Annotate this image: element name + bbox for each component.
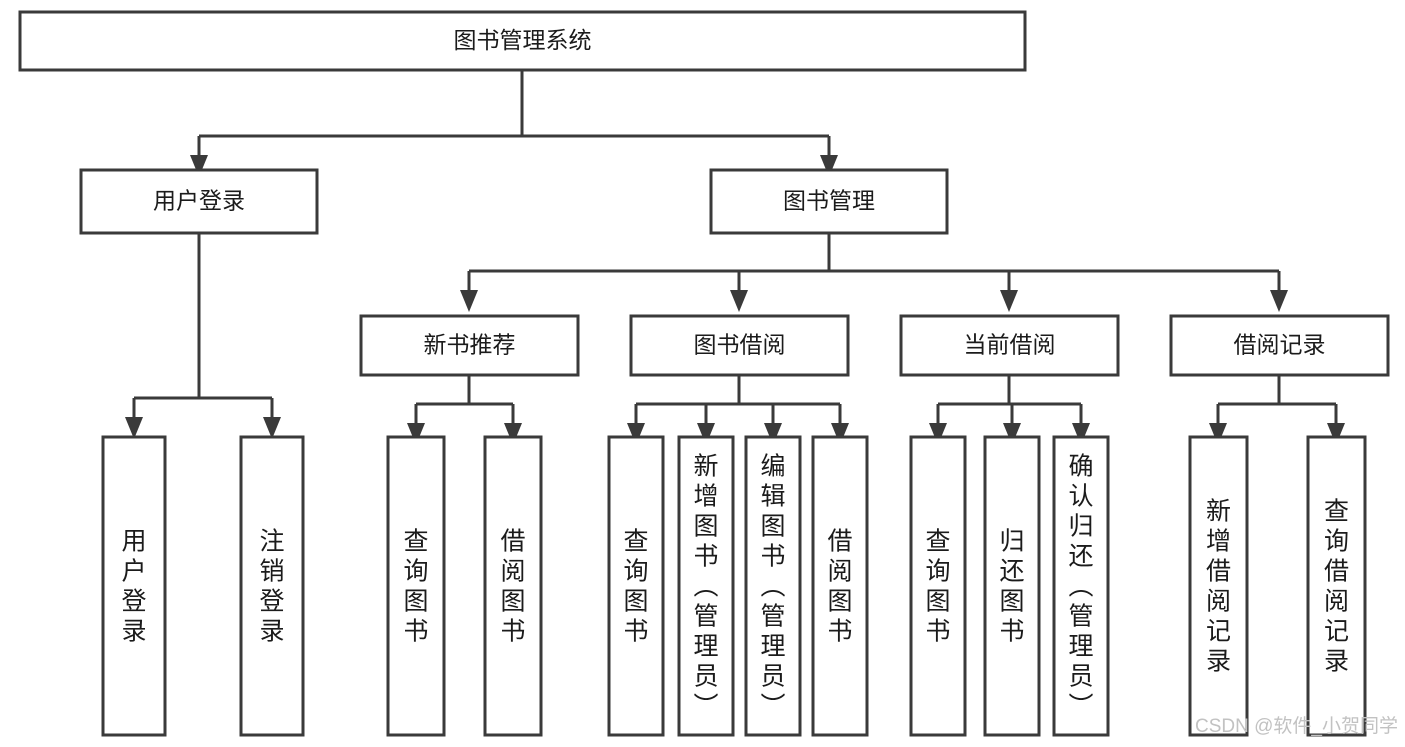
node-book-management[interactable]: 图书管理 bbox=[709, 168, 949, 235]
node-label-leaf-query-book-borrow: 查询图书 bbox=[623, 527, 648, 645]
node-label-leaf-confirm-return-admin: 确认归还︵管理员︶ bbox=[1068, 452, 1093, 720]
node-label-leaf-logout-login: 注销登录 bbox=[259, 527, 284, 645]
node-label-current-borrow: 当前借阅 bbox=[964, 332, 1056, 358]
node-leaf-borrow-book[interactable]: 借阅图书 bbox=[811, 435, 869, 737]
node-label-leaf-add-borrow-record: 新增借阅记录 bbox=[1206, 497, 1231, 675]
node-leaf-logout-login[interactable]: 注销登录 bbox=[239, 435, 305, 737]
connector-bookmgmt-to-level3 bbox=[460, 233, 1288, 312]
node-label-book-management: 图书管理 bbox=[783, 188, 875, 214]
node-leaf-confirm-return-admin[interactable]: 确认归还︵管理员︶ bbox=[1052, 435, 1110, 737]
node-label-borrow-record: 借阅记录 bbox=[1234, 332, 1326, 358]
node-label-new-book-recommend: 新书推荐 bbox=[424, 332, 516, 358]
node-leaf-query-borrow-record[interactable]: 查询借阅记录 bbox=[1306, 435, 1367, 737]
node-label-leaf-add-book-admin: 新增图书︵管理员︶ bbox=[693, 452, 718, 720]
node-leaf-return-book[interactable]: 归还图书 bbox=[983, 435, 1041, 737]
node-label-user-login: 用户登录 bbox=[153, 188, 245, 214]
connector-userlogin-to-leaves bbox=[125, 233, 281, 439]
node-user-login[interactable]: 用户登录 bbox=[79, 168, 319, 235]
node-layer: 图书管理系统用户登录图书管理新书推荐图书借阅当前借阅借阅记录用户登录注销登录查询… bbox=[18, 10, 1390, 737]
node-label-leaf-return-book: 归还图书 bbox=[999, 527, 1024, 645]
node-leaf-add-book-admin[interactable]: 新增图书︵管理员︶ bbox=[677, 435, 735, 737]
node-root[interactable]: 图书管理系统 bbox=[18, 10, 1027, 72]
csdn-watermark: CSDN @软件_小贺同学 bbox=[1195, 715, 1398, 737]
node-label-leaf-edit-book-admin: 编辑图书︵管理员︶ bbox=[760, 452, 785, 720]
node-label-leaf-borrow-book-recommend: 借阅图书 bbox=[500, 527, 525, 645]
node-leaf-borrow-book-recommend[interactable]: 借阅图书 bbox=[483, 435, 543, 737]
node-book-borrow[interactable]: 图书借阅 bbox=[629, 314, 850, 377]
node-label-book-borrow: 图书借阅 bbox=[694, 332, 786, 358]
node-leaf-add-borrow-record[interactable]: 新增借阅记录 bbox=[1188, 435, 1249, 737]
node-leaf-query-book-recommend[interactable]: 查询图书 bbox=[386, 435, 446, 737]
node-leaf-query-book-current[interactable]: 查询图书 bbox=[909, 435, 967, 737]
connector-current-to-leaves bbox=[929, 375, 1090, 445]
node-new-book-recommend[interactable]: 新书推荐 bbox=[359, 314, 580, 377]
node-leaf-edit-book-admin[interactable]: 编辑图书︵管理员︶ bbox=[744, 435, 802, 737]
node-label-leaf-query-book-current: 查询图书 bbox=[925, 527, 950, 645]
node-borrow-record[interactable]: 借阅记录 bbox=[1169, 314, 1390, 377]
node-label-leaf-query-book-recommend: 查询图书 bbox=[403, 527, 428, 645]
connector-layer bbox=[125, 70, 1345, 445]
connector-record-to-leaves bbox=[1209, 375, 1345, 445]
node-label-leaf-user-login: 用户登录 bbox=[121, 527, 146, 645]
node-current-borrow[interactable]: 当前借阅 bbox=[899, 314, 1120, 377]
node-label-root: 图书管理系统 bbox=[454, 27, 592, 53]
connector-borrow-to-leaves bbox=[627, 375, 849, 445]
connector-root-to-level2 bbox=[190, 70, 838, 177]
connector-recommend-to-leaves bbox=[407, 375, 522, 445]
node-leaf-user-login[interactable]: 用户登录 bbox=[101, 435, 167, 737]
node-label-leaf-borrow-book: 借阅图书 bbox=[827, 527, 852, 645]
node-leaf-query-book-borrow[interactable]: 查询图书 bbox=[607, 435, 665, 737]
node-label-leaf-query-borrow-record: 查询借阅记录 bbox=[1324, 497, 1349, 675]
